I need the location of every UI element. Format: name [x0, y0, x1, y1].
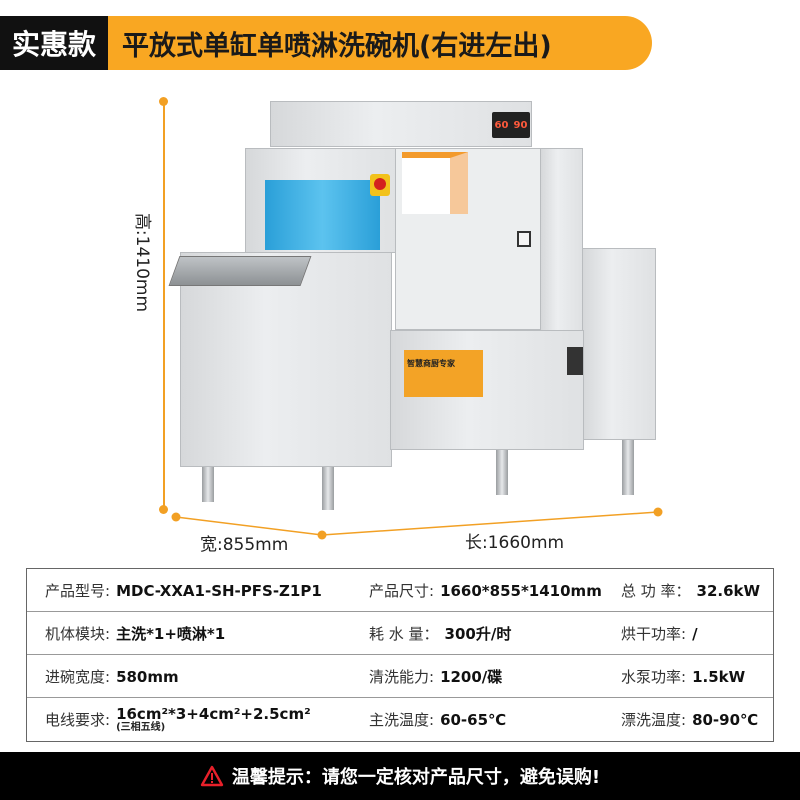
leg [202, 460, 214, 502]
spec-label: 产品型号: [45, 582, 111, 600]
spec-value: 32.6kW [696, 581, 761, 600]
spec-label: 水泵功率: [621, 668, 687, 686]
promo-badge: 实惠款 [0, 16, 108, 70]
dimension-dot [159, 505, 168, 514]
spec-label: 进碗宽度: [45, 668, 111, 686]
dimension-dot [653, 507, 663, 517]
length-label: 长:1660mm [465, 533, 565, 553]
instruction-sticker [402, 152, 468, 214]
dimension-dot [171, 512, 181, 522]
product-title: 平放式单缸单喷淋洗碗机(右进左出) [108, 16, 652, 70]
leg [322, 465, 334, 510]
spec-value: 1.5kW [692, 667, 746, 686]
spec-label: 主洗温度: [369, 711, 435, 729]
table-row: 电线要求: 16cm²*3+4cm²+2.5cm² (三相五线) 主洗温度: 60… [27, 698, 773, 741]
brand-sticker: 智慧商厨专家 [404, 350, 483, 397]
spec-label: 漂洗温度: [621, 711, 687, 729]
door-handle [517, 231, 531, 247]
base-dimension-lines [171, 507, 663, 540]
spec-note: (三相五线) [116, 722, 166, 734]
spec-label: 烘干功率: [621, 625, 687, 643]
table-row: 机体模块: 主洗*1+喷淋*1 耗 水 量： 300升/时 烘干功率: / [27, 612, 773, 655]
spec-value: 580mm [116, 667, 179, 686]
top-box [270, 101, 532, 147]
spec-value: 80-90℃ [692, 710, 759, 729]
spec-value: MDC-XXA1-SH-PFS-Z1P1 [116, 581, 322, 600]
spec-value: 1660*855*1410mm [440, 581, 602, 600]
brand-sticker-text: 智慧商厨专家 [407, 359, 455, 368]
spec-label: 耗 水 量： [369, 625, 439, 643]
right-body [582, 248, 656, 440]
leg [622, 440, 634, 495]
table-row: 产品型号: MDC-XXA1-SH-PFS-Z1P1 产品尺寸: 1660*855*… [27, 569, 773, 612]
leg [496, 450, 508, 495]
spec-value: 60-65℃ [440, 710, 507, 729]
length-dimension-line [321, 511, 659, 536]
width-label: 宽:855mm [200, 535, 289, 555]
warning-label: 温馨提示： [231, 767, 322, 788]
dimension-dot [317, 530, 327, 540]
spec-value: 300升/时 [444, 625, 512, 643]
nameplate [567, 347, 583, 375]
spec-label: 产品尺寸: [369, 582, 435, 600]
table-row: 进碗宽度: 580mm 清洗能力: 1200/碟 水泵功率: 1.5kW [27, 655, 773, 698]
spec-value: / [692, 624, 698, 643]
warning-triangle-icon [200, 765, 224, 787]
spec-value: 主洗*1+喷淋*1 [116, 625, 226, 643]
width-dimension-line [175, 516, 323, 536]
spec-label: 清洗能力: [369, 668, 435, 686]
spec-value: 16cm²*3+4cm²+2.5cm² [116, 704, 311, 723]
dimension-dot [159, 97, 168, 106]
blue-curtain [265, 180, 380, 250]
control-panel: 60 90 [492, 112, 530, 138]
spec-label: 电线要求: [45, 711, 111, 729]
spec-value: 1200/碟 [440, 668, 503, 686]
wash-temp-display: 60 [494, 119, 509, 131]
spec-table: 产品型号: MDC-XXA1-SH-PFS-Z1P1 产品尺寸: 1660*855*… [26, 568, 774, 742]
spec-label: 机体模块: [45, 625, 111, 643]
rinse-temp-display: 90 [513, 119, 528, 131]
warning-text: 请您一定核对产品尺寸，避免误购! [321, 767, 601, 788]
emergency-stop-button [370, 174, 390, 196]
product-image: 60 90 智慧商厨专家 [168, 101, 656, 510]
warning-banner: 温馨提示： 请您一定核对产品尺寸，避免误购! [0, 752, 800, 800]
height-dimension-line [163, 102, 165, 510]
spec-label: 总 功 率： [621, 582, 691, 600]
